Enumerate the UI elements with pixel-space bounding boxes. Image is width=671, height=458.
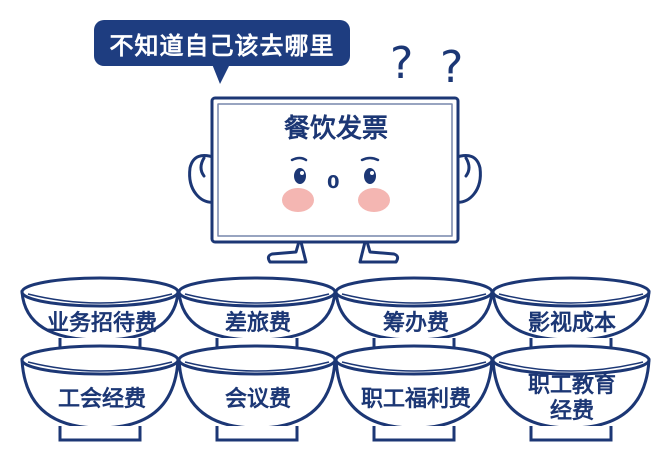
bowl-label-travel: 差旅费 xyxy=(224,311,291,336)
bowl-label-film-cost: 影视成本 xyxy=(527,311,616,336)
right-brow xyxy=(360,156,380,162)
bowl-film-cost xyxy=(491,276,651,354)
speech-bubble-text: 不知道自己该去哪里 xyxy=(109,31,335,60)
left-brow xyxy=(290,156,308,162)
invoice-character xyxy=(188,96,482,264)
bowl-label-meeting: 会议费 xyxy=(224,387,291,412)
question-mark-1: ? xyxy=(390,38,414,89)
bowl-label-employee-education-line2: 经费 xyxy=(549,399,594,424)
left-eye xyxy=(294,168,306,184)
bowl-label-employee-education-line1: 职工教育 xyxy=(527,373,616,398)
speech-bubble xyxy=(94,20,350,84)
right-leg xyxy=(358,236,400,264)
bowl-label-employee-welfare: 职工福利费 xyxy=(360,387,471,412)
bowl-employee-welfare xyxy=(334,344,494,442)
screen-label: 餐饮发票 xyxy=(283,113,388,144)
right-hand xyxy=(464,156,471,178)
bowl-label-union-funds: 工会经费 xyxy=(57,387,146,412)
screen-frame xyxy=(210,96,460,244)
question-mark-2: ? xyxy=(440,42,464,93)
face xyxy=(282,156,390,212)
left-leg xyxy=(266,236,308,264)
bowl-meeting xyxy=(177,344,337,442)
right-cheek xyxy=(358,188,390,212)
screen-inner xyxy=(217,103,453,237)
bowl-travel xyxy=(177,276,337,354)
right-arm xyxy=(452,154,482,204)
mouth: 0 xyxy=(327,172,340,193)
left-arm xyxy=(188,154,218,204)
left-hand xyxy=(199,156,206,178)
bowl-label-organization: 筹办费 xyxy=(382,311,449,336)
bowls-layer xyxy=(20,276,651,442)
bowl-employee-education xyxy=(491,344,651,442)
right-eye xyxy=(364,168,376,184)
left-cheek xyxy=(282,188,314,212)
bowl-label-business-entertainment: 业务招待费 xyxy=(46,311,157,336)
bowl-label-employee-education: 职工教育 经费 xyxy=(492,373,652,425)
